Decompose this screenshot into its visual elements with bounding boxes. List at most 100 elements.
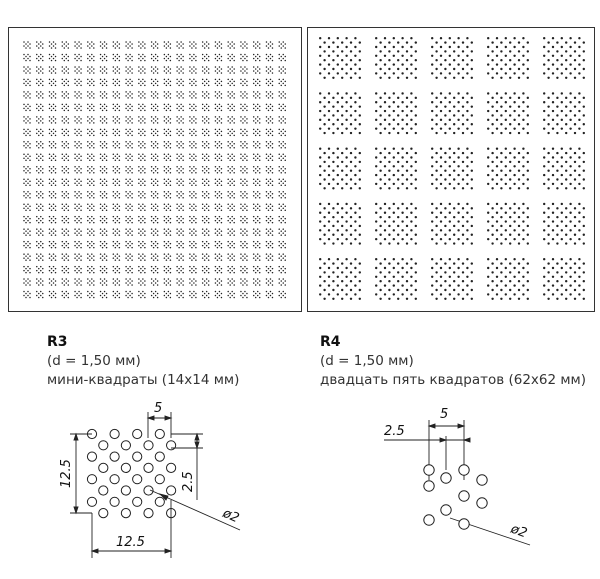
perforation-hole bbox=[78, 244, 80, 247]
perforation-hole bbox=[38, 43, 40, 45]
perforation-hole bbox=[80, 209, 82, 211]
perforation-hole bbox=[169, 230, 172, 232]
perforation-hole bbox=[267, 147, 270, 149]
perforation-hole bbox=[29, 159, 31, 162]
perforation-hole bbox=[582, 280, 585, 283]
perforation-hole bbox=[144, 68, 146, 70]
perforation-hole bbox=[129, 178, 131, 180]
perforation-hole bbox=[114, 209, 117, 211]
perforation-hole bbox=[154, 132, 157, 135]
perforation-hole bbox=[191, 284, 193, 286]
perforation-hole bbox=[61, 157, 64, 160]
perforation-hole bbox=[36, 78, 38, 81]
perforation-hole bbox=[341, 131, 344, 135]
perforation-hole bbox=[48, 70, 51, 72]
perforation-hole bbox=[74, 82, 76, 85]
perforation-hole bbox=[101, 84, 104, 87]
perforation-hole bbox=[240, 45, 242, 47]
perforation-hole bbox=[89, 93, 91, 95]
perforation-hole bbox=[78, 157, 80, 160]
perforation-hole bbox=[336, 284, 339, 287]
perforation-hole bbox=[491, 59, 494, 62]
perforation-hole bbox=[152, 118, 155, 120]
perforation-hole bbox=[40, 45, 42, 47]
perforation-hole bbox=[36, 182, 38, 184]
perforation-hole bbox=[405, 187, 409, 190]
perforation-hole bbox=[341, 288, 344, 292]
perforation-hole bbox=[125, 157, 127, 160]
perforation-hole bbox=[189, 219, 191, 222]
perforation-hole bbox=[114, 246, 117, 249]
perforation-hole bbox=[180, 253, 182, 255]
perforation-hole bbox=[246, 242, 248, 245]
perforation-hole bbox=[509, 280, 512, 283]
perforation-hole bbox=[258, 196, 261, 199]
perforation-hole bbox=[101, 122, 104, 124]
perforation-hole bbox=[112, 253, 115, 255]
perforation-hole bbox=[233, 209, 235, 211]
perforation-hole bbox=[543, 45, 546, 49]
perforation-hole bbox=[163, 244, 166, 247]
perforation-hole bbox=[27, 95, 29, 97]
perforation-hole bbox=[569, 72, 572, 75]
perforation-hole bbox=[193, 178, 195, 180]
perforation-hole bbox=[93, 255, 95, 257]
perforation-hole bbox=[349, 297, 353, 300]
perforation-hole bbox=[163, 194, 166, 197]
perforation-hole bbox=[180, 103, 182, 106]
perforation-hole bbox=[435, 233, 438, 236]
perforation-hole bbox=[383, 63, 387, 66]
perforation-hole bbox=[414, 114, 417, 117]
perforation-hole bbox=[178, 284, 180, 286]
perforation-hole bbox=[178, 84, 180, 87]
perforation-hole bbox=[201, 269, 204, 272]
perforation-hole bbox=[240, 132, 242, 135]
perforation-hole bbox=[195, 155, 197, 158]
perforation-hole bbox=[269, 66, 272, 68]
perforation-hole bbox=[29, 168, 31, 170]
perforation-hole bbox=[327, 101, 331, 104]
perforation-hole bbox=[517, 114, 521, 117]
perforation-hole bbox=[218, 103, 221, 106]
perforation-hole bbox=[23, 132, 25, 135]
perforation-hole bbox=[258, 296, 261, 299]
perforation-hole bbox=[118, 105, 121, 108]
perforation-hole bbox=[167, 257, 170, 259]
perforation-hole bbox=[504, 37, 507, 40]
perforation-hole bbox=[551, 54, 555, 57]
perforation-hole bbox=[180, 232, 182, 234]
perforation-hole bbox=[513, 54, 516, 57]
perforation-hole bbox=[345, 92, 348, 95]
perforation-hole bbox=[203, 230, 206, 232]
perforation-hole bbox=[140, 255, 142, 257]
perforation-hole bbox=[165, 172, 168, 174]
perforation-hole bbox=[140, 72, 142, 74]
perforation-hole bbox=[280, 97, 282, 99]
perforation-hole bbox=[573, 187, 577, 190]
perforation-hole bbox=[435, 187, 438, 190]
perforation-hole bbox=[74, 132, 76, 135]
perforation-hole bbox=[258, 97, 261, 99]
perforation-hole bbox=[227, 182, 229, 184]
perforation-hole bbox=[118, 159, 121, 162]
perforation-hole bbox=[116, 145, 119, 147]
perforation-hole bbox=[278, 41, 280, 43]
perforation-hole bbox=[214, 128, 217, 131]
perforation-hole bbox=[229, 118, 231, 120]
perforation-hole bbox=[405, 160, 409, 164]
perforation-hole bbox=[233, 284, 235, 286]
perforation-hole bbox=[48, 66, 51, 68]
perforation-hole bbox=[522, 54, 525, 57]
perforation-hole bbox=[470, 41, 473, 44]
perforation-hole bbox=[349, 262, 353, 265]
perforation-hole bbox=[470, 105, 473, 108]
perforation-hole bbox=[487, 45, 490, 49]
perforation-hole bbox=[150, 228, 153, 230]
perforation-hole bbox=[271, 47, 274, 49]
perforation-hole bbox=[38, 292, 40, 295]
perforation-hole bbox=[252, 240, 255, 243]
perforation-hole bbox=[38, 246, 40, 249]
perforation-hole bbox=[254, 155, 257, 158]
perforation-hole bbox=[269, 269, 272, 272]
perforation-hole bbox=[114, 267, 117, 270]
